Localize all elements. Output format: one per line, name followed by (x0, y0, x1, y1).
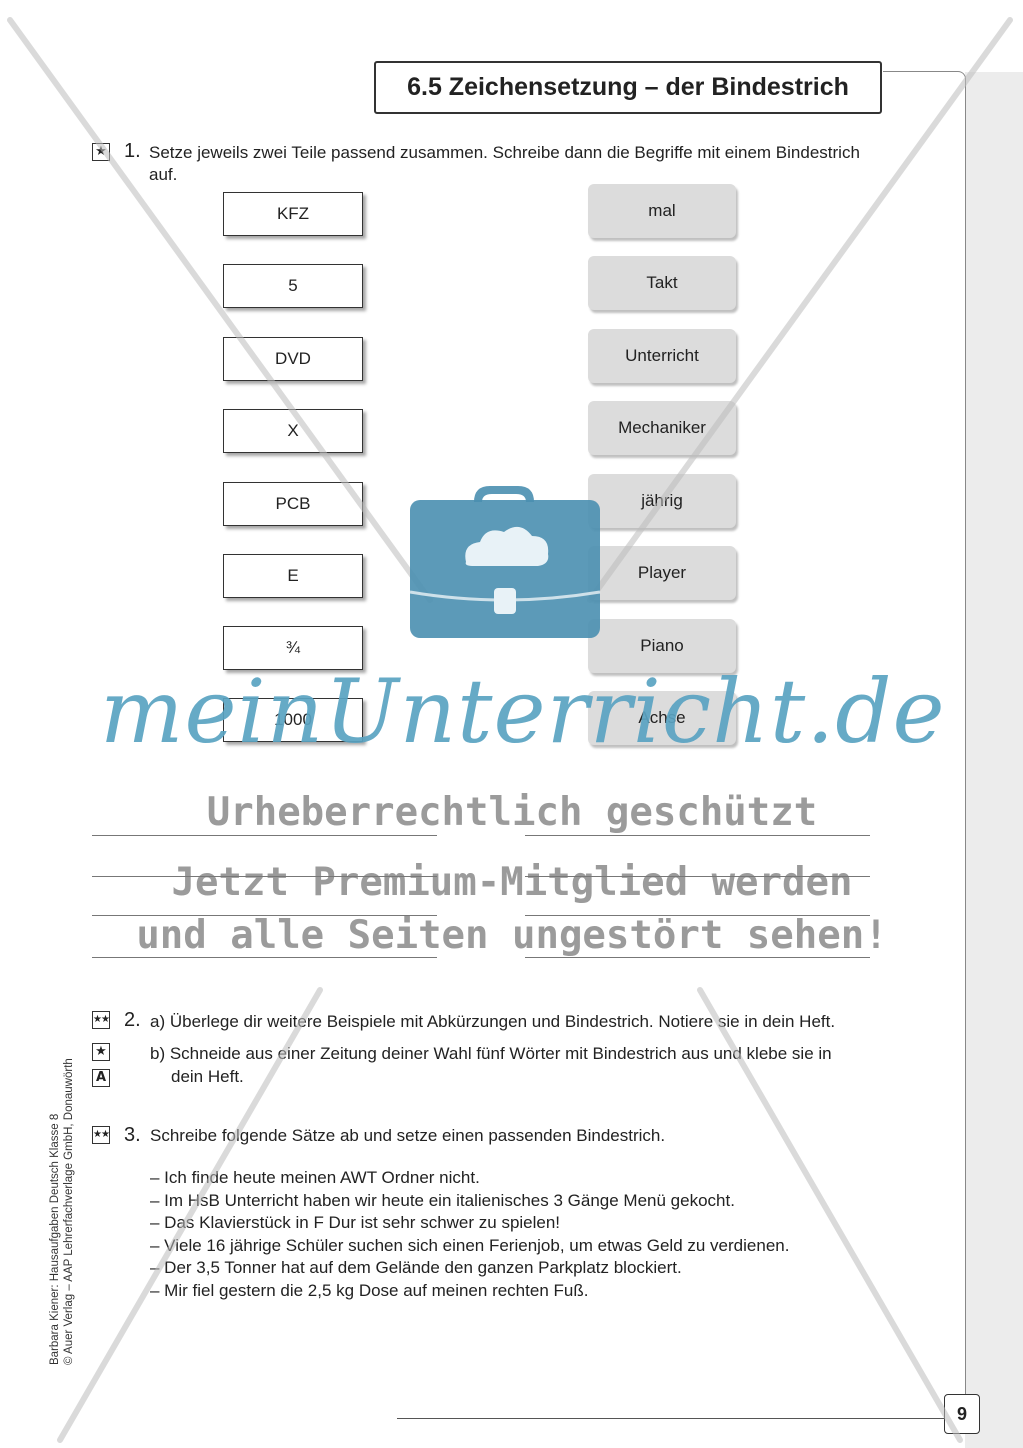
left-card: 5 (223, 264, 363, 308)
watermark-line-3: und alle Seiten ungestört sehen! (136, 913, 888, 958)
footer-rule (397, 1418, 945, 1419)
page-title: 6.5 Zeichensetzung – der Bindestrich (374, 61, 882, 114)
watermark-logo: meinUnterricht.de (100, 660, 946, 763)
watermark-rule (92, 835, 437, 836)
task-3-number: 3. (124, 1124, 141, 1146)
ability-a-icon: A (92, 1069, 110, 1087)
right-card: mal (588, 184, 736, 238)
difficulty-two-star-icon: ★★ (92, 1126, 110, 1144)
right-card: Piano (588, 619, 736, 673)
sentence-item: – Im HsB Unterricht haben wir heute ein … (150, 1190, 735, 1210)
sentence-list: – Ich finde heute meinen AWT Ordner nich… (150, 1167, 789, 1303)
task-2-number: 2. (124, 1009, 141, 1031)
sentence-item: – Das Klavierstück in F Dur ist sehr sch… (150, 1213, 561, 1233)
watermark-rule (525, 957, 870, 958)
task-1-number: 1. (124, 140, 141, 162)
difficulty-star-icon: ★ (92, 1043, 110, 1061)
left-card: KFZ (223, 192, 363, 236)
task-3-instruction: Schreibe folgende Sätze ab und setze ein… (150, 1126, 666, 1145)
watermark-rule (92, 915, 437, 916)
left-card: E (223, 554, 363, 598)
sentence-item: – Mir fiel gestern die 2,5 kg Dose auf m… (150, 1280, 589, 1300)
left-card: PCB (223, 482, 363, 526)
task-2a-text: a) Überlege dir weitere Beispiele mit Ab… (150, 1012, 836, 1031)
right-card: Takt (588, 256, 736, 310)
sentence-item: – Viele 16 jährige Schüler suchen sich e… (150, 1235, 790, 1255)
margin-strip (965, 72, 1023, 1448)
watermark-line-2: Jetzt Premium-Mitglied werden (171, 860, 853, 905)
left-card: X (223, 409, 363, 453)
left-card: ¾ (223, 626, 363, 670)
difficulty-two-star-icon: ★★ (92, 1011, 110, 1029)
sentence-item: – Der 3,5 Tonner hat auf dem Gelände den… (150, 1258, 682, 1278)
left-card: 1000 (223, 698, 363, 742)
page-border (883, 71, 966, 1432)
right-card: Unterricht (588, 329, 736, 383)
watermark-line-1: Urheberrechtlich geschützt (206, 790, 818, 835)
watermark-rule (92, 876, 437, 877)
task-2b-line2: dein Heft. (171, 1067, 244, 1086)
task-2b-line1: b) Schneide aus einer Zeitung deiner Wah… (150, 1044, 832, 1063)
task-1-instruction-line1: Setze jeweils zwei Teile passend zusamme… (149, 143, 860, 162)
right-card: Achse (588, 691, 736, 745)
watermark-rule (525, 876, 870, 877)
sentence-item: – Ich finde heute meinen AWT Ordner nich… (150, 1168, 480, 1187)
watermark-rule (525, 915, 870, 916)
briefcase-icon (409, 486, 601, 638)
watermark-rule (92, 957, 437, 958)
task-1-instruction-line2: auf. (149, 165, 178, 184)
watermark-rule (525, 835, 870, 836)
